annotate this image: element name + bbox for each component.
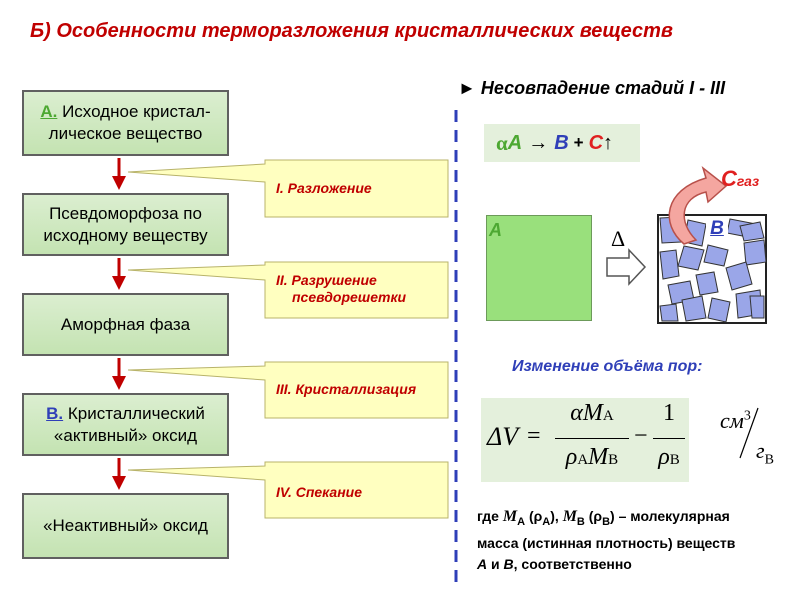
fraction-2-denominator: ρB (651, 444, 687, 471)
letter-a: А. (40, 102, 58, 121)
rho: ρ (658, 444, 670, 470)
equation-equals: = (527, 423, 541, 449)
gas-curved-arrow (668, 165, 728, 245)
units-g: г (756, 438, 765, 463)
box-text: Псевдоморфоза по (49, 203, 202, 223)
transform-arrow (606, 248, 647, 286)
note-rho-a-sub: A (542, 515, 551, 528)
right-heading: ► Несовпадение стадий I - III (458, 78, 725, 99)
box-text: «Неактивный» оксид (43, 516, 208, 535)
note-a: A (477, 555, 488, 572)
note-ma-sub: A (517, 515, 526, 528)
units-cm: см (720, 408, 744, 433)
subscript-b: B (608, 452, 619, 468)
stage-label-line: II. Разрушение (276, 272, 377, 288)
note-text: ) – молекулярная (610, 508, 730, 524)
stage-callout-4 (127, 461, 449, 519)
units-slash (739, 407, 759, 459)
subscript-a: A (577, 452, 589, 468)
gas-up-arrow-icon: ↑ (603, 131, 614, 154)
note-text: (ρ (584, 508, 603, 524)
flow-arrow-2 (112, 258, 126, 290)
page-title: Б) Особенности терморазложения кристалли… (30, 20, 673, 42)
flow-arrow-4 (112, 458, 126, 490)
stage-callout-3 (127, 361, 449, 419)
note-rho-b-sub: B (602, 515, 611, 528)
product-c: C (588, 131, 604, 154)
box-text: исходному веществу (43, 225, 208, 245)
fraction-2-bar (653, 438, 685, 439)
flow-arrow-3 (112, 358, 126, 390)
box-text: Аморфная фаза (60, 314, 191, 334)
reaction-arrow-icon: → (528, 131, 549, 154)
equation-lhs: ΔV (487, 422, 519, 451)
reactant-a: A (507, 131, 523, 154)
rho: ρ (565, 444, 578, 470)
fraction-2-numerator: 1 (663, 400, 675, 426)
product-b: B (554, 131, 569, 154)
units-den-sub: B (764, 452, 774, 468)
box-text: Кристаллический (63, 403, 205, 423)
note-mb: M (562, 508, 577, 525)
pore-volume-equation: ΔV = αMA ρAMB − 1 ρB (481, 398, 689, 482)
note-text: и (487, 555, 504, 572)
note-b: B (503, 555, 514, 572)
flow-arrow-1 (112, 158, 126, 190)
box-text: Исходное кристал- (57, 102, 211, 121)
note-mb-sub: B (576, 515, 585, 528)
stage-label-crystallization: III. Кристаллизация (276, 381, 417, 397)
pore-volume-title: Изменение объёма пор: (512, 358, 703, 375)
note-text: где (477, 508, 503, 524)
box-text: «активный» оксид (53, 425, 198, 445)
alpha-m: αM (570, 400, 603, 426)
square-b-label: B (706, 218, 728, 240)
stage-label-line: псевдорешетки (292, 289, 407, 305)
gas-label-sub: газ (736, 173, 760, 189)
gas-label: Cгаз (721, 166, 759, 192)
triangle-marker-icon: ► (458, 78, 476, 98)
letter-b: В. (46, 403, 64, 423)
flow-box-amorphous: Аморфная фаза (22, 293, 229, 356)
equation-minus: − (634, 423, 648, 449)
stage-label-sintering: IV. Спекание (276, 484, 363, 500)
plus-sign: + (573, 133, 584, 152)
subscript-b: B (669, 452, 680, 468)
note-text: (ρ (525, 508, 543, 524)
square-a (486, 215, 592, 321)
flow-box-active-oxide: В. Кристаллический «активный» оксид (22, 393, 229, 456)
stage-callout-2 (127, 261, 449, 319)
note-text: , соответственно (513, 555, 632, 572)
units-denominator: гB (756, 438, 774, 468)
flow-box-initial-substance: А. Исходное кристал- лическое вещество (22, 90, 229, 156)
note-text: ), (550, 508, 563, 524)
stage-callout-1 (127, 159, 449, 218)
note-text: масса (истинная плотность) веществ (477, 534, 736, 551)
gas-label-main: C (721, 166, 737, 191)
box-text: лическое вещество (48, 124, 203, 143)
molar-mass: M (588, 444, 609, 470)
fraction-1-numerator: αMA (557, 400, 627, 427)
stage-label-destruction: II. Разрушение псевдорешетки (276, 272, 406, 306)
flow-box-pseudomorph: Псевдоморфоза по исходному веществу (22, 193, 229, 256)
subscript-a: A (602, 408, 614, 424)
fraction-1-denominator: ρAMB (555, 444, 629, 471)
square-a-label: A (489, 220, 502, 240)
units-exponent: 3 (743, 408, 751, 424)
delta-symbol: Δ (611, 226, 626, 251)
stage-label-decomposition: I. Разложение (276, 180, 372, 196)
fraction-1-bar (555, 438, 629, 439)
units-numerator: см3 (720, 408, 751, 434)
heading-text: Несовпадение стадий I - III (480, 78, 726, 98)
flow-box-inactive-oxide: «Неактивный» оксид (22, 493, 229, 559)
note-ma: M (502, 508, 518, 525)
equation-note: где MA (ρA), MB (ρB) – молекулярная масс… (477, 506, 777, 575)
alpha-coefficient: α (496, 130, 508, 155)
